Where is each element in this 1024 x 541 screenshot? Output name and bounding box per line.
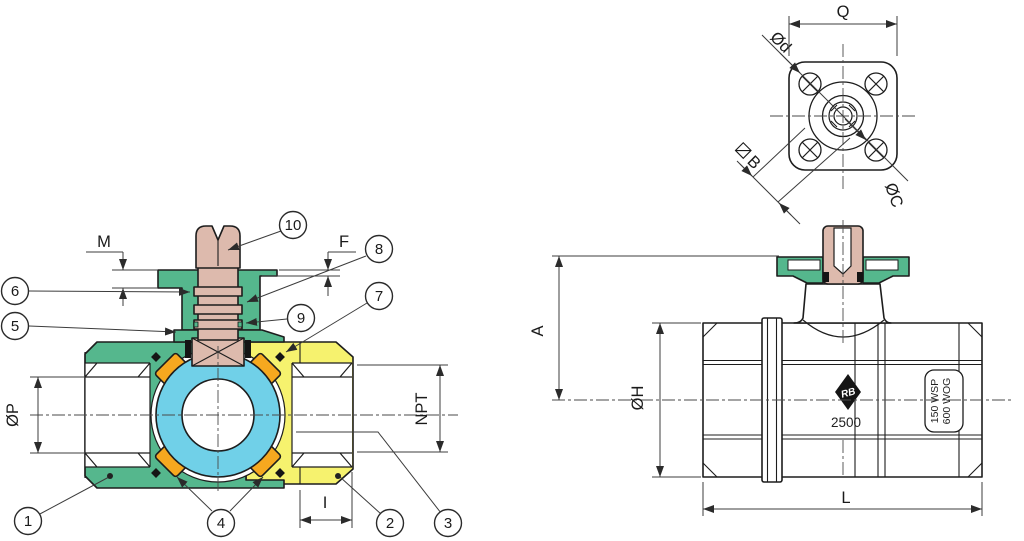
callout-4: 4	[206, 508, 236, 538]
callout-8-label: 8	[375, 241, 383, 258]
brand-logo-text: RB	[840, 386, 857, 400]
stem-neck	[793, 283, 892, 324]
dim-d-label: Ød	[766, 28, 794, 56]
stem-packing-2	[193, 304, 243, 315]
rating-label: 150 WSP 600 WOG	[924, 369, 964, 433]
callout-2: 2	[375, 508, 405, 538]
bolt-holes	[798, 72, 888, 162]
stem-oring-groove	[193, 319, 243, 330]
dim-i: I	[299, 472, 353, 528]
stem-packing-1	[193, 286, 243, 297]
model-text: 2500	[831, 415, 861, 430]
side-view: RB 2500 150 WSP 600 WOG A ØH L	[529, 220, 1012, 516]
stem-assembly	[185, 225, 251, 367]
callout-8: 8	[364, 234, 394, 264]
brand-diamond-logo: RB	[835, 374, 861, 410]
dim-p-label: ØP	[4, 403, 22, 427]
dim-p: ØP	[4, 376, 85, 454]
dim-npt: NPT	[357, 364, 448, 453]
dim-q-label: Q	[837, 3, 850, 21]
stem-oring-right	[237, 321, 243, 328]
callout-6: 6	[0, 276, 30, 306]
callout-1-label: 1	[24, 513, 32, 530]
callout-leaders	[28, 230, 442, 516]
dim-i-label: I	[323, 494, 328, 512]
callout-2-label: 2	[386, 515, 394, 532]
dim-a: A	[529, 255, 779, 400]
dim-m-label: M	[97, 233, 111, 251]
callout-10-label: 10	[285, 217, 302, 234]
dim-f-label: F	[339, 233, 349, 251]
callout-5-label: 5	[11, 318, 19, 335]
dim-f: F	[262, 233, 356, 296]
dim-c-label: ØC	[881, 181, 906, 210]
callout-10: 10	[278, 210, 308, 240]
flange-top-view: Ød ØC B Q	[734, 3, 916, 225]
callout-9: 9	[286, 303, 316, 333]
stem-square-socket	[833, 227, 852, 275]
dim-q: Q	[788, 3, 898, 56]
dim-l: L	[702, 482, 983, 516]
stem-oring-left	[193, 321, 199, 328]
callout-6-label: 6	[11, 283, 19, 300]
dim-h: ØH	[629, 322, 701, 478]
dim-m: M	[86, 233, 158, 306]
dim-l-label: L	[841, 489, 850, 507]
dim-a-label: A	[529, 325, 547, 336]
rating-line2: 600 WOG	[941, 378, 953, 425]
callout-5: 5	[0, 311, 30, 341]
dim-h-label: ØH	[629, 386, 647, 411]
callout-1: 1	[13, 506, 43, 536]
rating-line1: 150 WSP	[929, 379, 941, 423]
square-symbol-icon	[734, 141, 752, 160]
dim-npt-label: NPT	[413, 393, 431, 426]
callout-7-label: 7	[375, 288, 383, 305]
callout-4-label: 4	[217, 515, 225, 532]
cross-section-view: M F ØP NPT I	[0, 210, 463, 538]
callout-3-label: 3	[444, 515, 452, 532]
callout-9-label: 9	[297, 310, 305, 327]
callout-7: 7	[364, 281, 394, 311]
callout-3: 3	[433, 508, 463, 538]
